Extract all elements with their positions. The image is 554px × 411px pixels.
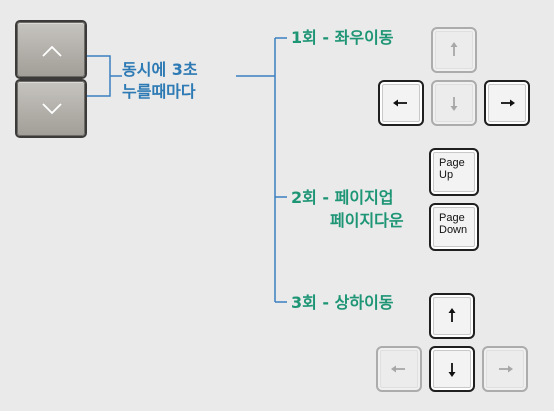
arrow-right-key — [484, 80, 530, 126]
arrow-right-key — [482, 346, 528, 392]
arrow-left-icon — [391, 365, 405, 373]
chevron-down-icon — [42, 103, 62, 115]
remote-down-button[interactable] — [17, 81, 85, 136]
arrow-down-icon — [450, 97, 458, 111]
press-note: 동시에 3초 누를때마다 — [122, 59, 198, 103]
step-2-label-line2: 페이지다운 — [330, 211, 404, 230]
arrow-left-icon — [393, 99, 407, 107]
page-up-key: Page Up — [429, 148, 479, 196]
arrow-down-key — [429, 346, 475, 392]
page-down-key: Page Down — [429, 203, 479, 251]
press-bracket — [85, 55, 111, 97]
arrow-right-icon — [499, 365, 513, 373]
arrow-right-icon — [501, 99, 515, 107]
arrow-up-icon — [450, 42, 458, 56]
remote-up-button[interactable] — [17, 22, 85, 77]
arrow-up-key — [431, 27, 477, 73]
arrow-down-key — [431, 80, 477, 126]
press-note-line2: 누를때마다 — [122, 82, 196, 101]
arrow-down-icon — [448, 363, 456, 377]
page-up-key-label: Page Up — [439, 157, 465, 181]
chevron-up-icon — [42, 45, 62, 57]
arrow-up-icon — [448, 308, 456, 322]
step-2-label: 2회 - 페이지업 — [291, 188, 394, 207]
arrow-left-key — [376, 346, 422, 392]
step-3-label: 3회 - 상하이동 — [291, 293, 394, 312]
press-note-line1: 동시에 3초 — [122, 60, 198, 79]
page-down-key-label: Page Down — [439, 212, 468, 236]
arrow-left-key — [378, 80, 424, 126]
step-1-label: 1회 - 좌우이동 — [291, 28, 394, 47]
arrow-up-key — [429, 293, 475, 339]
